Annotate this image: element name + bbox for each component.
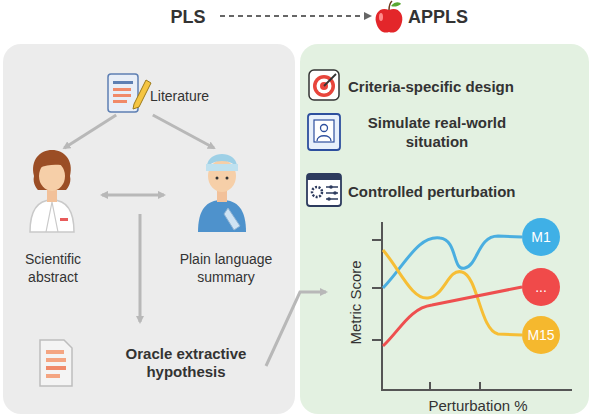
simulation-icon	[308, 114, 340, 150]
left-panel	[3, 44, 295, 414]
axis-label: Metric Score	[346, 260, 365, 344]
document-icon	[108, 74, 151, 112]
metric-name: ...	[535, 278, 547, 296]
feature-label: Criteria-specific design	[348, 77, 514, 96]
metric-circle: M15	[522, 316, 560, 354]
scientist-icon	[30, 150, 74, 232]
connector-arrow	[220, 15, 370, 17]
connector-arrow	[102, 193, 164, 196]
node-label: Literature	[150, 87, 226, 105]
metric-circle: ...	[522, 268, 560, 306]
axis-label: Perturbation %	[428, 396, 527, 415]
connector-arrow	[153, 115, 214, 148]
icon-node: Scientific abstract	[6, 150, 100, 286]
flow-arrow	[139, 214, 142, 322]
metric-curve	[383, 287, 522, 346]
node-label: PLS	[158, 8, 218, 26]
node-label: Scientific abstract	[6, 250, 100, 286]
hypothesis-icon	[40, 340, 72, 386]
metric-name: M1	[531, 228, 550, 246]
feature-label: Controlled perturbation	[348, 182, 516, 201]
connector-arrow	[64, 115, 116, 148]
node-label: Plain language summary	[166, 250, 286, 286]
node-label: Oracle extractive hypothesis	[110, 345, 262, 381]
icon-node: Oracle extractive hypothesis	[30, 335, 262, 381]
flow-arrow	[266, 292, 326, 366]
target-icon	[309, 70, 339, 100]
node-label: APPLS	[408, 8, 482, 26]
right-panel	[300, 44, 589, 414]
feature-label: Simulate real-world situation	[347, 113, 527, 151]
metric-name: M15	[527, 326, 554, 344]
icon-node: Literature	[104, 72, 226, 113]
metric-circle: M1	[522, 218, 560, 256]
control-panel-icon	[307, 174, 341, 206]
title-node: PLS	[158, 6, 218, 26]
apple-icon	[376, 1, 403, 33]
patient-icon	[198, 154, 246, 232]
icon-node: Plain language summary	[166, 150, 286, 286]
title-node: APPLS	[372, 6, 482, 26]
